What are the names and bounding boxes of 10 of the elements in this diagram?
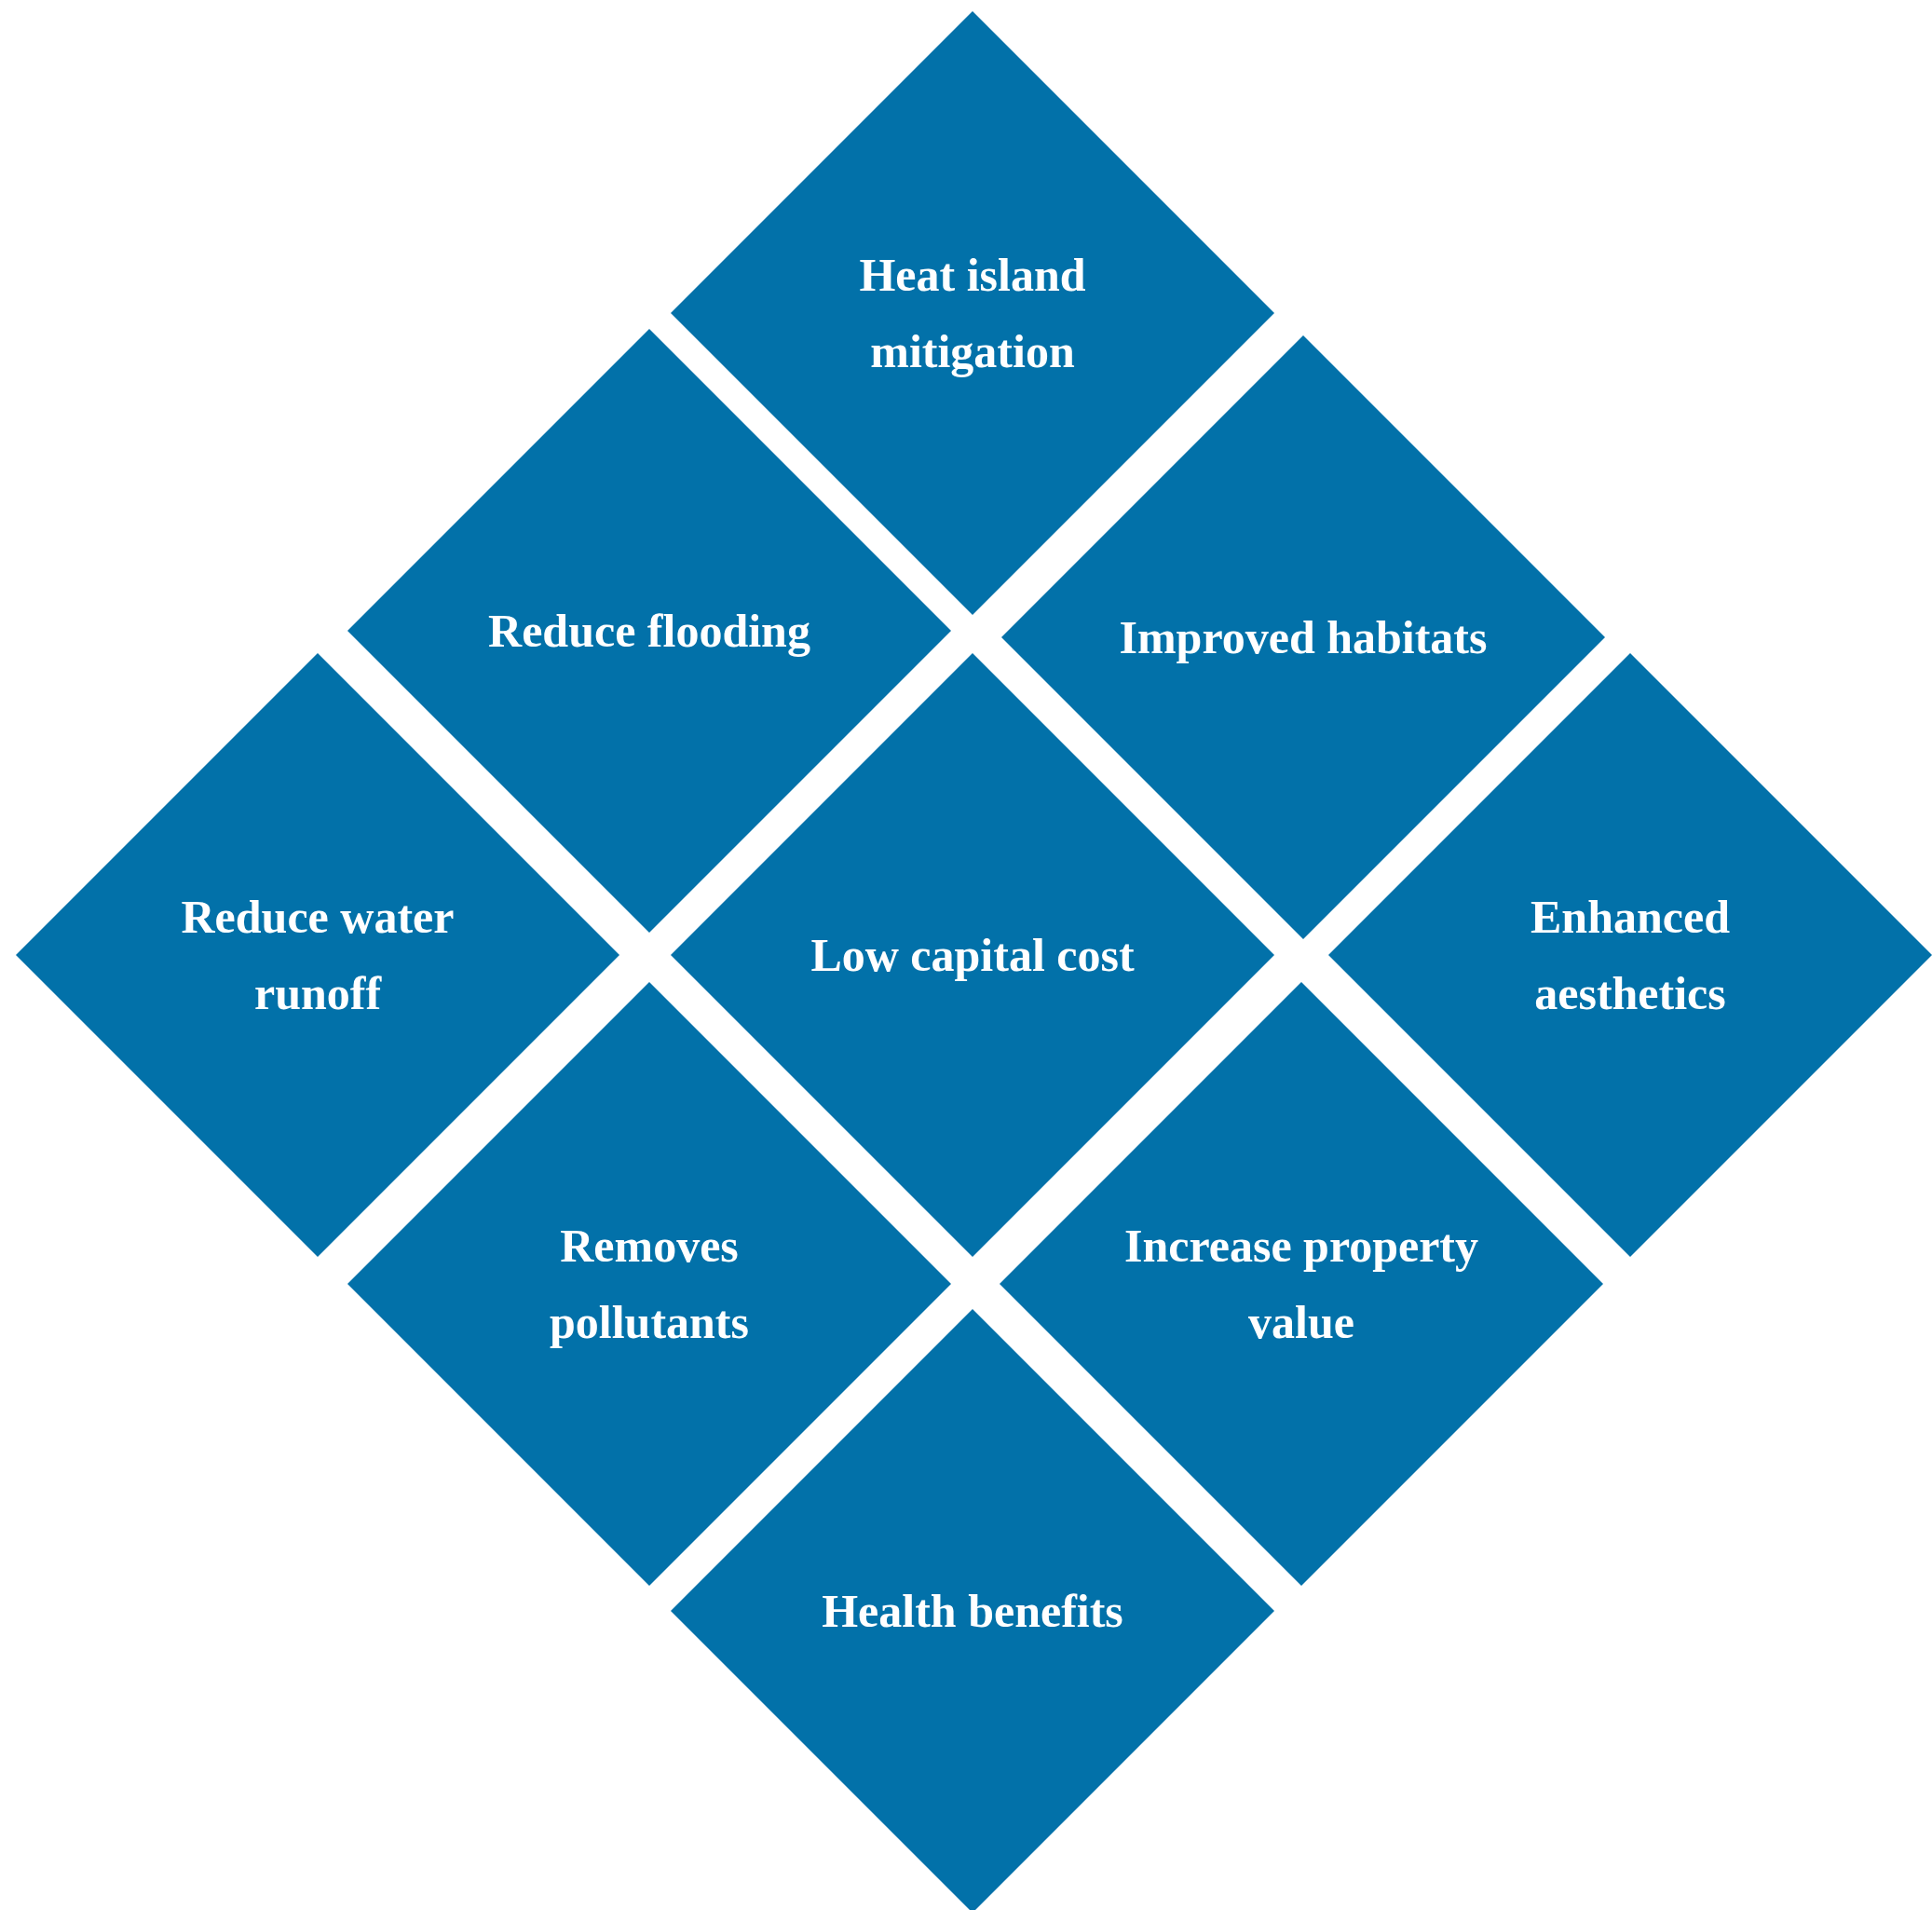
tile-label: Reduce flooding xyxy=(487,604,811,659)
tile-label: Low capital cost xyxy=(810,928,1136,983)
tile-label: Reduce water runoff xyxy=(180,890,456,1021)
tile-label: Enhanced aesthetics xyxy=(1530,890,1731,1021)
tile-label: Increase property value xyxy=(1123,1219,1479,1350)
tile-label: Health benefits xyxy=(821,1584,1124,1639)
diamond-tile xyxy=(671,11,1274,615)
tile-label: Removes pollutants xyxy=(549,1219,750,1350)
tile-label: Improved habitats xyxy=(1118,610,1489,665)
tile-label: Heat island mitigation xyxy=(858,248,1087,379)
